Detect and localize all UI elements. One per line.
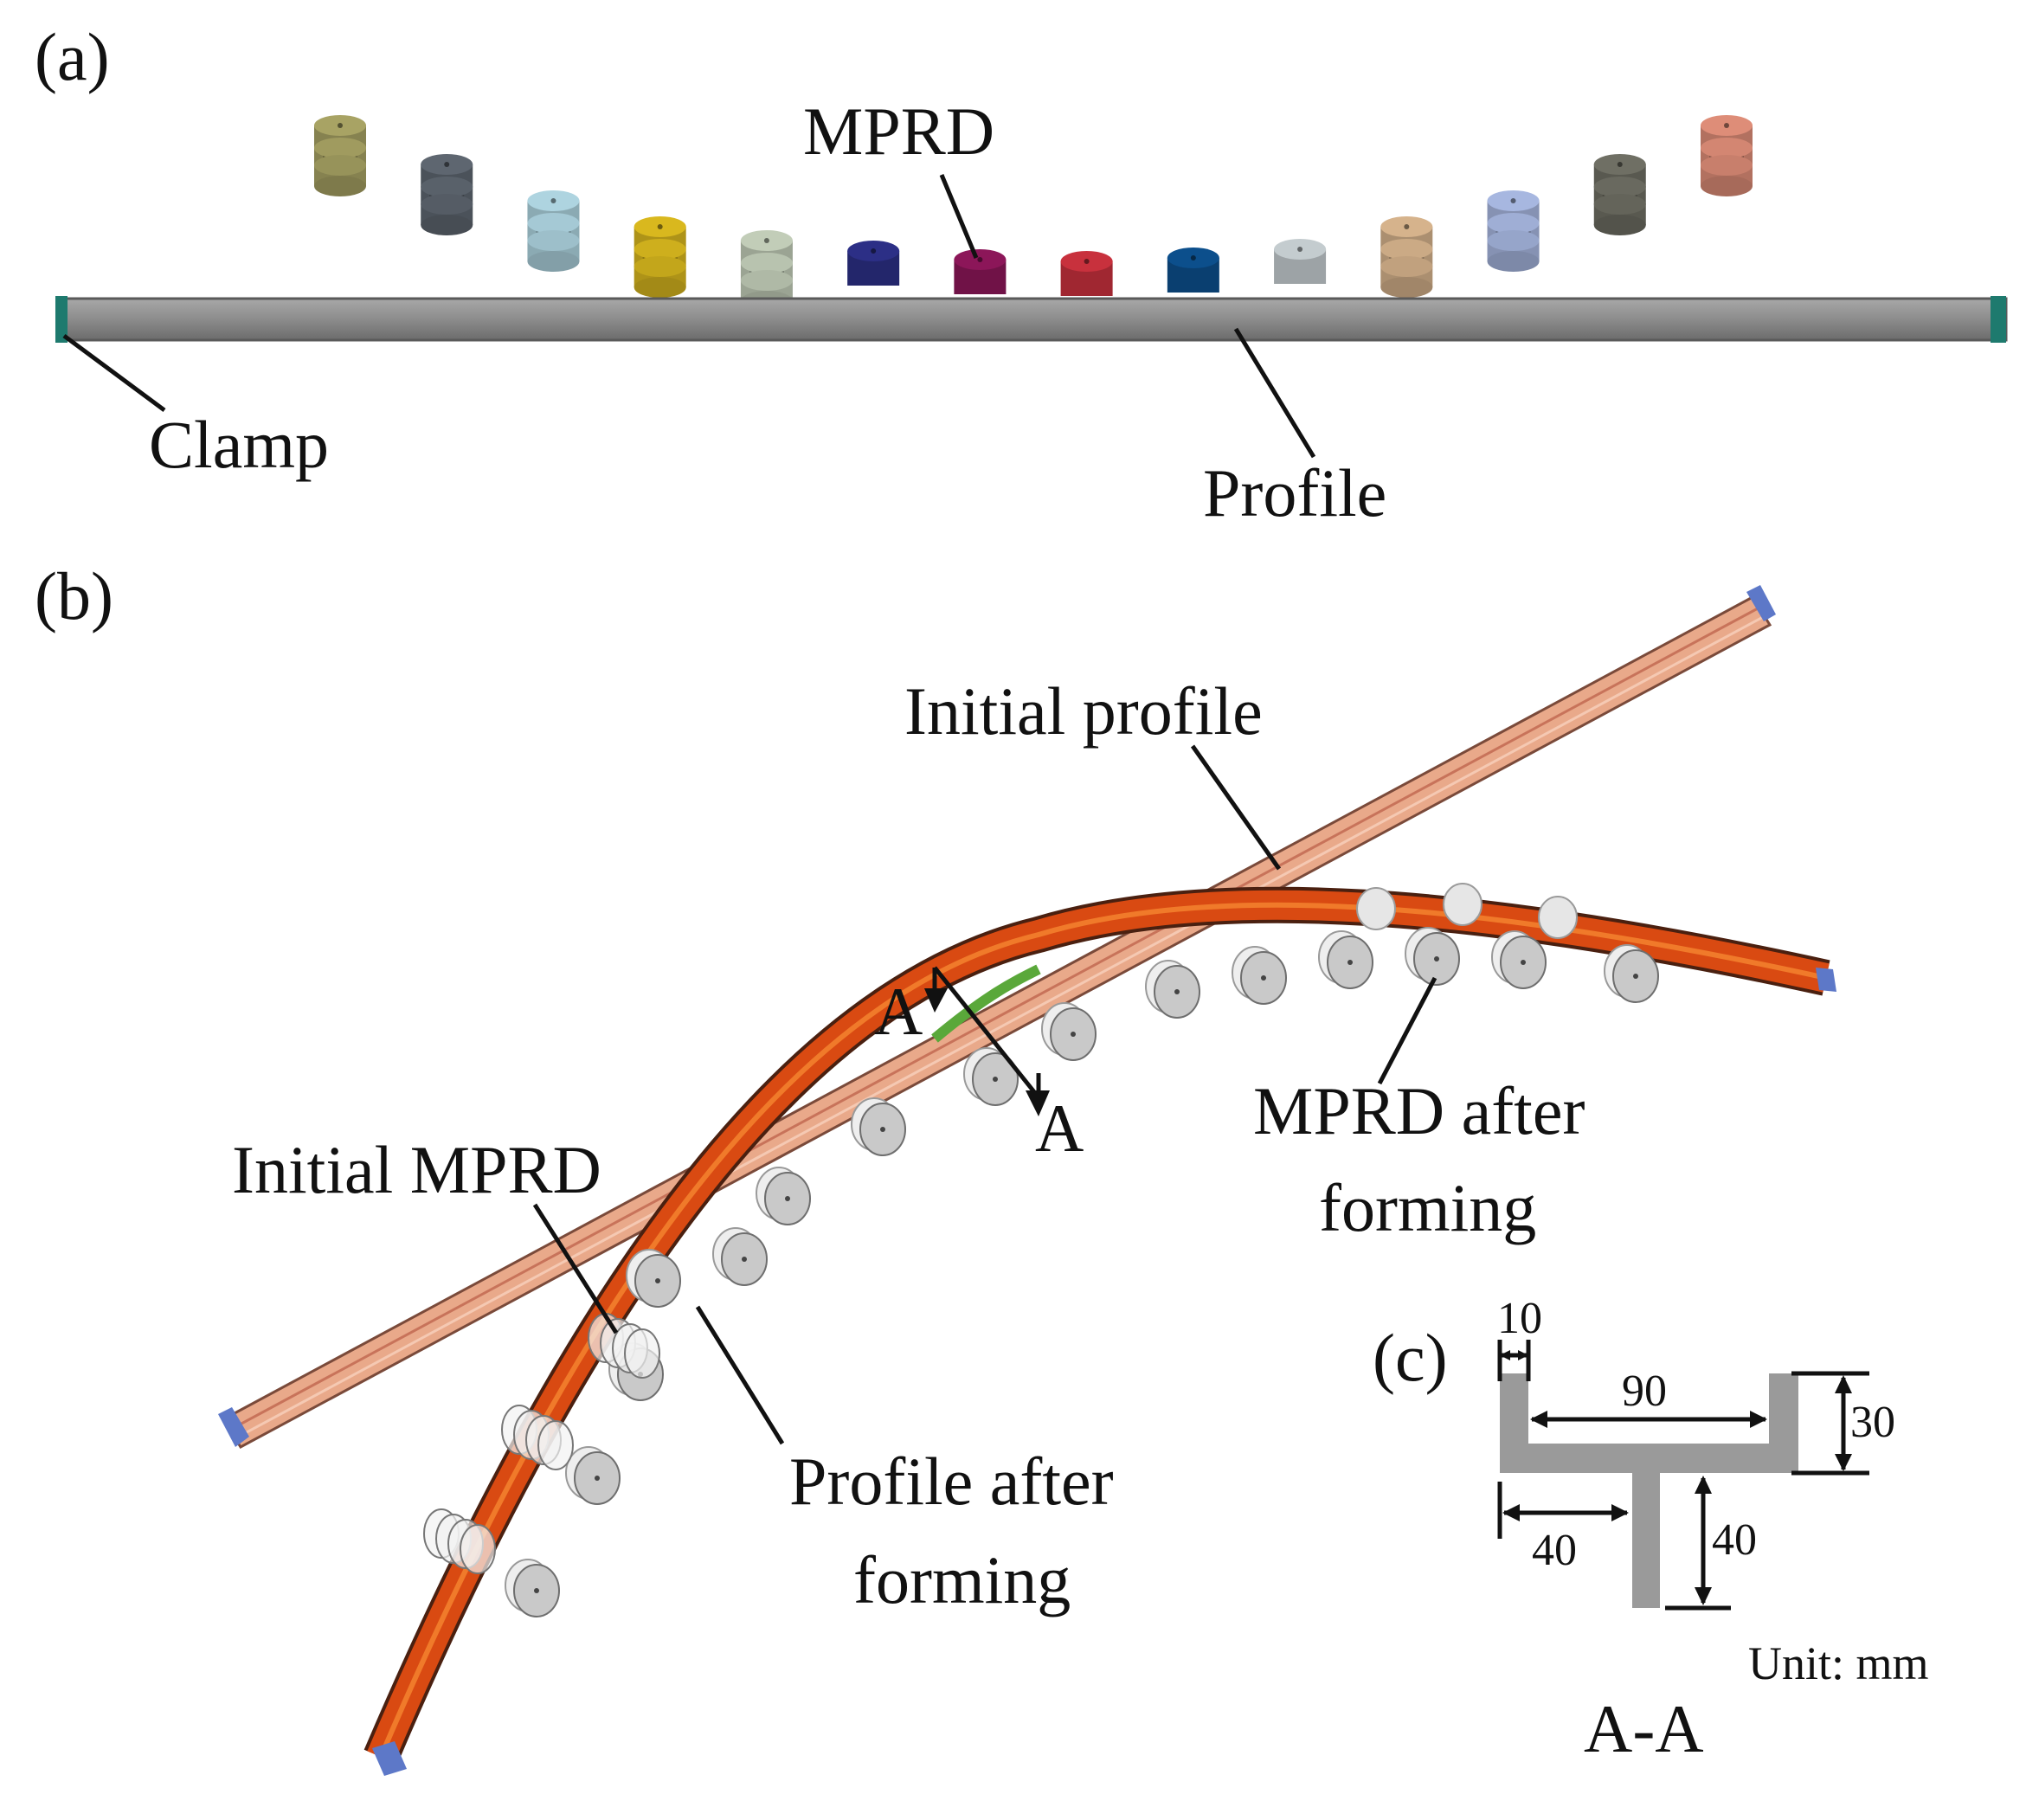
mprd-after-leader: [1377, 976, 1437, 1085]
mprd-label: MPRD: [803, 93, 994, 169]
profile-after-label-line1: Profile after: [789, 1444, 1114, 1519]
section-a-label-2: A: [1035, 1090, 1084, 1166]
mprd-roller-disc: [1318, 930, 1373, 989]
clamp-label: Clamp: [149, 407, 329, 482]
mprd-roller: [527, 190, 580, 272]
dim-flange-height: [1791, 1371, 1869, 1476]
initial-mprd-stack: [423, 1313, 660, 1574]
mprd-after-label-line1: MPRD after: [1253, 1073, 1585, 1148]
mprd-roller-disc: [1538, 896, 1578, 939]
dim-stem-offset-value: 40: [1532, 1526, 1577, 1575]
mprd-roller: [1167, 248, 1219, 293]
mprd-roller: [1701, 115, 1753, 196]
panel-c: (c) 10 90 30: [1373, 1294, 1929, 1766]
mprd-roller-disc: [1443, 883, 1483, 926]
mprd-roller: [954, 249, 1007, 294]
mprd-roller-row: [314, 115, 1753, 312]
clamp-leader: [62, 333, 166, 413]
dim-stem-height-value: 40: [1712, 1515, 1757, 1565]
dim-flange-height-value: 30: [1850, 1398, 1895, 1447]
mprd-roller-disc: [851, 1097, 906, 1156]
mprd-roller-disc: [1356, 887, 1396, 930]
initial-profile-leader: [1190, 744, 1282, 871]
dim-stem-offset: [1497, 1482, 1629, 1539]
mprd-roller-disc: [1405, 927, 1460, 986]
mprd-roller: [1380, 216, 1433, 298]
mprd-roller-disc: [505, 1559, 560, 1617]
mprd-roller: [847, 241, 900, 286]
mprd-roller: [1274, 239, 1327, 284]
initial-mprd-spool: [588, 1313, 660, 1379]
section-a-label-1: A: [874, 974, 923, 1049]
profile-after-label-line2: forming: [853, 1542, 1071, 1617]
dim-flange-width: [1530, 1411, 1767, 1428]
initial-profile: [218, 585, 1776, 1449]
profile-after-leader: [695, 1305, 785, 1445]
mprd-roller: [421, 154, 473, 235]
unit-label: Unit: mm: [1748, 1637, 1929, 1689]
initial-mprd-spool: [423, 1508, 496, 1574]
mprd-roller: [314, 115, 366, 196]
panel-a-tag: (a): [35, 19, 110, 94]
dim-web-thickness-value: 10: [1497, 1294, 1542, 1343]
clamp-left: [55, 296, 68, 343]
mprd-roller: [1593, 154, 1646, 235]
mprd-roller-disc: [1041, 1002, 1097, 1061]
section-aa-label: A-A: [1584, 1691, 1704, 1766]
mprd-leader: [939, 174, 979, 259]
initial-mprd-label: Initial MPRD: [232, 1132, 601, 1207]
mprd-roller-disc: [1232, 946, 1287, 1005]
panel-c-tag: (c): [1373, 1320, 1448, 1395]
mprd-roller: [1060, 251, 1113, 296]
section-cut-arrows: [924, 966, 1050, 1116]
initial-profile-label: Initial profile: [904, 673, 1263, 749]
mprd-roller: [634, 216, 686, 298]
dim-web-thickness: [1497, 1340, 1531, 1381]
initial-mprd-leader: [532, 1203, 619, 1334]
mprd-roller-disc: [756, 1167, 811, 1225]
mprd-roller-disc: [1491, 930, 1547, 989]
mprd-roller-disc: [626, 1249, 681, 1308]
mprd-roller-disc: [1604, 944, 1659, 1003]
clamp-right: [1991, 296, 2006, 343]
profile-leader: [1233, 327, 1316, 459]
formed-profile: [363, 886, 1836, 1776]
dim-stem-height: [1665, 1476, 1731, 1611]
panel-b-tag: (b): [35, 558, 113, 633]
mprd-after-label-line2: forming: [1319, 1170, 1536, 1245]
t-section-shape: [1500, 1373, 1798, 1608]
mprd-roller: [1487, 190, 1540, 272]
initial-mprd-spool: [501, 1405, 574, 1470]
panel-a: (a) MPRD Clamp Profile: [35, 19, 2008, 531]
mprd-roller-disc: [712, 1227, 768, 1286]
dim-flange-width-value: 90: [1622, 1367, 1667, 1416]
mprd-roller-disc: [1145, 960, 1200, 1019]
profile-label: Profile: [1203, 455, 1386, 531]
mprd-roller-disc: [963, 1047, 1019, 1106]
mprd-roller-disc: [565, 1446, 621, 1505]
panel-b: (b) A A Initial: [35, 558, 1836, 1776]
profile-bar: [57, 297, 2008, 342]
